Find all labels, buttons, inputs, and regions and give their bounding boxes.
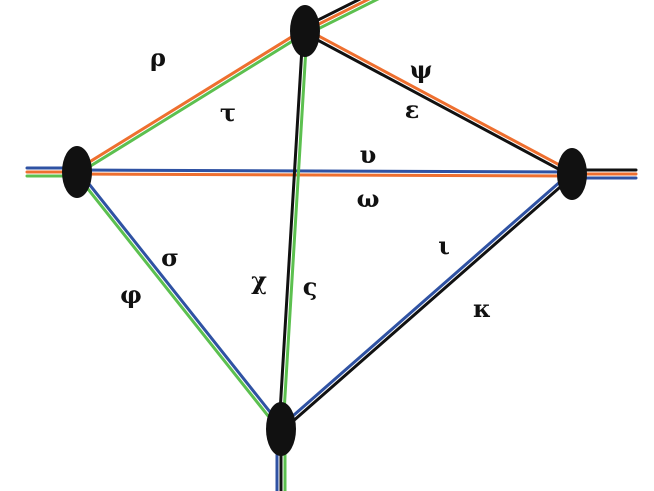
edge-left-top-green (76, 31, 308, 176)
edge-top-bottom-black (277, 29, 305, 431)
label-sigma: σ (161, 243, 179, 272)
edge-top-right-black (302, 31, 573, 178)
label-rho: ρ (150, 43, 166, 72)
edge-right-bottom-blue (278, 171, 573, 429)
stub-layer (25, 0, 638, 491)
edge-layer (73, 27, 575, 432)
label-layer: ρ τ ψ ε υ ω σ φ χ ς ι κ (120, 43, 491, 323)
edge-left-top-orange (74, 27, 306, 172)
label-phi: φ (120, 280, 142, 309)
edge-left-right-orange (75, 172, 574, 178)
node-left (62, 146, 92, 198)
label-iota: ι (438, 231, 450, 260)
node-top (290, 5, 320, 57)
label-final-sigma: ς (303, 272, 318, 301)
label-omega: ω (357, 184, 380, 213)
edge-top-bottom-green (281, 29, 309, 431)
edge-left-bottom-blue (77, 169, 285, 430)
label-kappa: κ (473, 294, 491, 323)
label-psi: ψ (410, 55, 433, 84)
edge-right-bottom-black (280, 174, 575, 432)
edge-left-right-blue (75, 168, 574, 174)
label-epsilon: ε (405, 95, 420, 124)
node-bottom (266, 402, 296, 456)
edge-top-right-orange (304, 27, 575, 174)
node-layer (62, 5, 587, 456)
node-right (557, 148, 587, 200)
edge-left-bottom-green (73, 171, 281, 432)
label-upsilon: υ (360, 140, 377, 169)
label-chi: χ (251, 266, 267, 295)
label-tau: τ (220, 98, 236, 127)
